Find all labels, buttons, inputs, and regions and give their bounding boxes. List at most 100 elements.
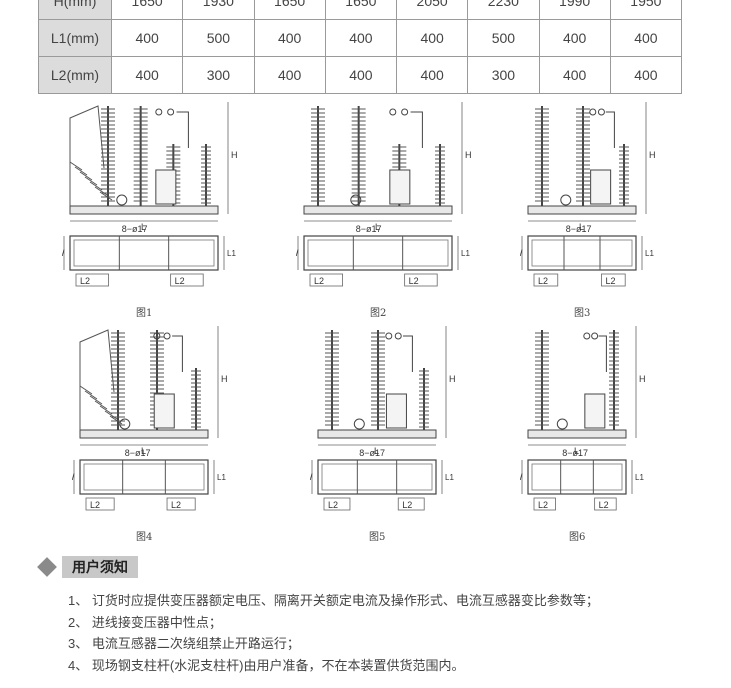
terminal-icon — [155, 108, 163, 116]
lead-wire — [598, 335, 607, 372]
holes-label: 8−ø17 — [566, 224, 592, 234]
gauge-icon — [556, 418, 568, 430]
plan-inner-frame — [321, 463, 433, 491]
l2-dimension-box — [533, 497, 556, 511]
table-cell: 400 — [253, 19, 326, 57]
plan-view: 8−ø17WL1L2L2 — [520, 224, 654, 287]
plan-frame — [527, 235, 637, 271]
plan-view: 8−ø17WL1L2L2 — [520, 448, 644, 511]
insulator-shed — [79, 171, 93, 181]
figures-area: HL8−ø17WL1L2L2图1HL8−ø17WL1L2L2图2HL8−ø17W… — [0, 90, 731, 543]
frame-outline — [69, 105, 105, 206]
table-row: L2(mm) 400 300 400 400 400 300 400 400 — [38, 56, 683, 94]
length-label: L — [574, 446, 579, 456]
length-label: L — [141, 446, 146, 456]
plan-view: 8−ø17WL1L2L2 — [62, 224, 236, 287]
l2-label: L2 — [328, 500, 338, 510]
terminal-icon — [385, 332, 393, 340]
figure-caption: 图1 — [136, 308, 153, 319]
insulator-shed — [104, 410, 118, 420]
gauge-icon — [119, 418, 131, 430]
plan-view: 8−ø17WL1L2L2 — [310, 448, 454, 511]
height-label: H — [449, 374, 456, 384]
elevation-view: HL — [303, 102, 472, 232]
current-transformer — [389, 169, 411, 205]
l2-label: L2 — [90, 500, 100, 510]
width-label: W — [72, 472, 75, 482]
insulator-shed — [79, 385, 93, 395]
table-cell: 400 — [538, 56, 611, 94]
length-label: L — [375, 222, 380, 232]
height-label: H — [649, 150, 656, 160]
l2-dimension-box — [170, 273, 204, 287]
insulator-shed — [94, 400, 108, 410]
insulator-shed — [99, 405, 113, 415]
terminal-icon — [401, 108, 409, 116]
l2-label: L2 — [314, 276, 324, 286]
current-transformer — [590, 169, 612, 205]
l2-dimension-box — [309, 273, 343, 287]
figure-caption: 图2 — [370, 308, 387, 319]
insulator-shed — [89, 181, 103, 191]
l2-dimension-box — [85, 497, 115, 511]
elevation-view: HL — [527, 102, 656, 232]
gauge-icon — [350, 194, 362, 206]
l2-label: L2 — [402, 500, 412, 510]
table-cell: 1930 — [182, 0, 255, 20]
gauge-icon — [353, 418, 365, 430]
elevation-view: HL — [317, 326, 456, 456]
insulator-shed — [94, 186, 108, 196]
insulator-shed — [84, 390, 98, 400]
lead-wire — [410, 111, 423, 148]
elevation-view: HL — [79, 326, 228, 456]
terminal-icon — [597, 108, 605, 116]
terminal-icon — [583, 332, 591, 340]
height-label: H — [231, 150, 238, 160]
table-cell: 500 — [182, 19, 255, 57]
notice-list: 1、 订货时应提供变压器额定电压、隔离开关额定电流及操作形式、电流互感器变比参数… — [68, 590, 599, 676]
l2-label: L2 — [175, 276, 185, 286]
holes-label: 8−ø17 — [562, 448, 588, 458]
table-cell: 400 — [110, 19, 184, 57]
length-label: L — [141, 222, 146, 232]
notice-item: 4、 现场钢支柱杆(水泥支柱杆)由用户准备，不在本装置供货范围内。 — [68, 657, 465, 673]
figure-caption: 图4 — [136, 532, 153, 543]
current-transformer — [584, 393, 606, 429]
table-cell: 400 — [324, 56, 398, 94]
insulator-shed — [89, 395, 103, 405]
table-row: H(mm) 1650 1930 1650 1650 2050 2230 1990… — [38, 0, 683, 20]
height-label: H — [221, 374, 228, 384]
width-label: W — [296, 248, 299, 258]
figure-6: HL8−ø17WL1L2L2 — [520, 326, 646, 511]
l2-label: L2 — [538, 500, 548, 510]
l2-dimension-box — [166, 497, 196, 511]
table-cell: 500 — [467, 19, 540, 57]
l2-dimension-box — [75, 273, 109, 287]
figure-4: HL8−ø17WL1L2L2 — [72, 326, 228, 511]
diamond-bullet-icon — [37, 557, 57, 577]
table-cell: 1650 — [324, 0, 398, 20]
holes-label: 8−ø17 — [125, 448, 151, 458]
length-label: L — [374, 446, 379, 456]
plan-inner-frame — [73, 239, 215, 267]
height-label: H — [639, 374, 646, 384]
figure-3: HL8−ø17WL1L2L2 — [520, 102, 656, 287]
insulator-shed — [84, 176, 98, 186]
lead-wire — [605, 111, 615, 148]
row-header: H(mm) — [38, 0, 112, 20]
elevation-view: HL — [69, 102, 238, 232]
l1-label: L1 — [445, 473, 454, 482]
base-plate — [303, 205, 453, 215]
table-cell: 400 — [538, 19, 611, 57]
current-transformer — [155, 169, 177, 205]
table-cell: 400 — [110, 56, 184, 94]
holes-label: 8−ø17 — [359, 448, 385, 458]
lead-wire — [176, 111, 189, 148]
table-cell: 400 — [609, 19, 683, 57]
current-transformer — [385, 393, 407, 429]
table-cell: 1990 — [538, 0, 611, 20]
figure-2: HL8−ø17WL1L2L2 — [296, 102, 472, 287]
plan-inner-frame — [531, 239, 633, 267]
gauge-icon — [560, 194, 572, 206]
plan-frame — [317, 459, 437, 495]
